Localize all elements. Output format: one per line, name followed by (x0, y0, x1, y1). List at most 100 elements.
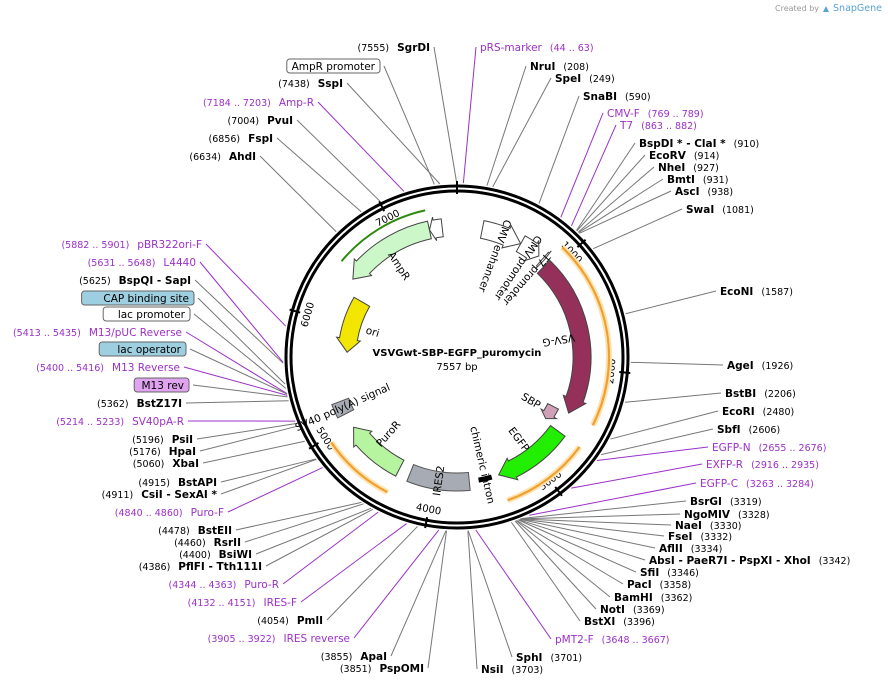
site-label-agei[interactable]: AgeI (1926) (727, 360, 793, 372)
site-label-hpai[interactable]: (5176)HpaI (129, 446, 196, 458)
site-label-nsii[interactable]: NsiI(3703) (481, 664, 543, 676)
site-name: AgeI (727, 360, 754, 372)
site-label-apai[interactable]: (3855)ApaI (321, 651, 387, 663)
site-label-snabi[interactable]: SnaBI(590) (583, 91, 651, 103)
site-label-sphi[interactable]: SphI(3701) (516, 652, 582, 664)
site-label-pflfi-tth111i[interactable]: (4386)PflFI - Tth111I (139, 561, 262, 573)
site-name: M13/pUC Reverse (89, 327, 182, 339)
site-label-paci[interactable]: PacI(3358) (627, 579, 691, 591)
site-label-bamhi-leader (515, 520, 611, 598)
site-label-m13-puc-reverse-text: (5413 .. 5435)M13/pUC Reverse (13, 327, 182, 339)
site-label-ecorv[interactable]: EcoRV(914) (649, 150, 719, 162)
site-name: BstZ17I (137, 398, 182, 410)
site-position: (1926) (762, 361, 794, 372)
site-label-absi-paer7i-pspxi-xhoi[interactable]: AbsI - PaeR7I - PspXI - XhoI(3342) (649, 555, 850, 567)
site-label-nrui[interactable]: NruI(208) (530, 61, 589, 73)
site-label-bsrgi[interactable]: BsrGI(3319) (690, 496, 762, 508)
site-label-lac-promoter[interactable]: lac promoter (102, 306, 191, 322)
site-label-bstbi[interactable]: BstBI(2206) (725, 388, 796, 400)
site-name: EcoNI (720, 286, 753, 298)
site-label-puro-f[interactable]: (4840 .. 4860)Puro-F (115, 507, 224, 519)
site-label-econi-text: EcoNI(1587) (720, 286, 793, 298)
site-label-bsiwi[interactable]: (4400)BsiWI (179, 549, 252, 561)
site-label-bstxi[interactable]: BstXI(3396) (584, 616, 655, 628)
site-label-sfii-leader (518, 519, 637, 573)
site-position: (2606) (749, 425, 781, 436)
site-label-nhei[interactable]: NheI(927) (658, 162, 719, 174)
site-label-sgrdi[interactable]: (7555)SgrDI (358, 42, 430, 54)
site-label-pspomi[interactable]: (3851)PspOMI (340, 663, 424, 675)
ori-arrow-label: ori (364, 325, 380, 340)
site-label-ires-reverse[interactable]: (3905 .. 3922)IRES reverse (208, 633, 350, 645)
site-label-bspqi-sapi[interactable]: (5625)BspQI - SapI (79, 275, 191, 287)
site-label-csii-sexai[interactable]: (4911)CsiI - SexAI * (102, 489, 218, 501)
site-label-puro-r-text: (4344 .. 4363)Puro-R (169, 579, 279, 591)
site-position: (2480) (763, 407, 795, 418)
site-name: BstAPI (178, 477, 217, 489)
egfp-arrow: EGFP (497, 424, 583, 504)
site-label-cap-binding-site[interactable]: CAP binding site (81, 290, 195, 306)
sv40-polya-feature-label: SV40 poly(A) signal (293, 381, 392, 434)
site-label-econi[interactable]: EcoNI(1587) (720, 286, 793, 298)
site-label-ahdi[interactable]: (6634)AhdI (189, 151, 256, 163)
site-label-swai[interactable]: SwaI(1081) (686, 204, 754, 216)
site-label-exfp-r[interactable]: EXFP-R(2916 .. 2935) (706, 459, 819, 471)
site-label-noti[interactable]: NotI(3369) (600, 604, 665, 616)
site-label-m13-rev-leader (192, 384, 288, 398)
site-label-pmt2-f[interactable]: pMT2-F(3648 .. 3667) (555, 634, 670, 646)
site-label-m13-rev[interactable]: M13 rev (133, 377, 190, 393)
site-label-aflii[interactable]: AflII(3334) (659, 543, 722, 555)
site-label-cmv-f[interactable]: CMV-F(769 .. 789) (607, 108, 704, 120)
site-label-sfii[interactable]: SfiI(3346) (640, 567, 699, 579)
map-center: VSVGwt-SBP-EGFP_puromycin 7557 bp (373, 348, 542, 373)
ori-arrow: ori (335, 296, 381, 353)
site-label-fsei[interactable]: FseI(3332) (668, 531, 732, 543)
site-label-bsiwi-text: (4400)BsiWI (179, 549, 252, 561)
site-label-rsrii[interactable]: (4460)RsrII (174, 537, 241, 549)
site-label-exfp-r-leader (571, 463, 703, 489)
site-label-bsteii[interactable]: (4478)BstEII (158, 525, 232, 537)
site-label-bmti[interactable]: BmtI(931) (667, 174, 728, 186)
site-label-egfp-c[interactable]: EGFP-C(3263 .. 3284) (700, 478, 814, 490)
site-label-m13-reverse[interactable]: (5400 .. 5416)M13 Reverse (36, 362, 180, 374)
site-label-pvui[interactable]: (7004)PvuI (227, 115, 293, 127)
site-label-asci[interactable]: AscI(938) (675, 186, 733, 198)
site-position: (4840 .. 4860) (115, 508, 183, 519)
site-label-naei[interactable]: NaeI(3330) (675, 520, 742, 532)
site-label-sphi-text: SphI(3701) (516, 652, 582, 664)
site-label-bamhi[interactable]: BamHI(3362) (614, 592, 692, 604)
site-label-psii[interactable]: (5196)PsiI (132, 434, 193, 446)
site-label-amp-r[interactable]: (7184 .. 7203)Amp-R (203, 97, 314, 109)
site-label-fspi[interactable]: (6856)FspI (209, 133, 273, 145)
site-label-bstapi[interactable]: (4915)BstAPI (138, 477, 217, 489)
site-label-xbai[interactable]: (5060)XbaI (133, 458, 199, 470)
site-label-ires-f[interactable]: (4132 .. 4151)IRES-F (188, 597, 297, 609)
site-label-t7[interactable]: T7(863 .. 882) (619, 120, 697, 132)
site-label-agei-leader (630, 361, 724, 366)
site-label-ecori[interactable]: EcoRI(2480) (722, 406, 794, 418)
site-label-bstz17i[interactable]: (5362)BstZ17I (97, 398, 182, 410)
site-label-bstz17i-leader (185, 400, 289, 404)
site-label-puro-r[interactable]: (4344 .. 4363)Puro-R (169, 579, 279, 591)
site-label-sspi[interactable]: (7438)SspI (278, 78, 343, 90)
site-label-sbfi[interactable]: SbfI(2606) (717, 424, 780, 436)
site-label-prs-marker[interactable]: pRS-marker(44 .. 63) (480, 42, 594, 54)
site-label-l4440[interactable]: (5631 .. 5648)L4440 (88, 257, 196, 269)
site-label-ires-reverse-leader (353, 529, 440, 639)
site-label-lac-operator-leader (189, 348, 288, 395)
site-label-cap-binding-site-box (81, 290, 195, 306)
site-label-m13-puc-reverse[interactable]: (5413 .. 5435)M13/pUC Reverse (13, 327, 182, 339)
site-name: M13 rev (141, 380, 184, 392)
site-label-pbr322ori-f[interactable]: (5882 .. 5901)pBR322ori-F (61, 239, 202, 251)
site-label-sv40pa-r[interactable]: (5214 .. 5233)SV40pA-R (56, 416, 184, 428)
site-label-lac-operator[interactable]: lac operator (98, 341, 187, 357)
site-label-pmli[interactable]: (4054)PmlI (257, 615, 323, 627)
site-label-ngomiv[interactable]: NgoMIV(3328) (684, 509, 770, 521)
site-label-ampr-promoter[interactable]: AmpR promoter (286, 58, 381, 74)
site-label-bspdi-clai[interactable]: BspDI * - ClaI *(910) (639, 138, 759, 150)
site-label-spei[interactable]: SpeI(249) (555, 73, 615, 85)
site-label-egfp-n[interactable]: EGFP-N(2655 .. 2676) (712, 442, 826, 454)
site-label-fspi-text: (6856)FspI (209, 133, 273, 145)
site-name: M13 Reverse (112, 362, 180, 374)
site-label-sbfi-text: SbfI(2606) (717, 424, 780, 436)
